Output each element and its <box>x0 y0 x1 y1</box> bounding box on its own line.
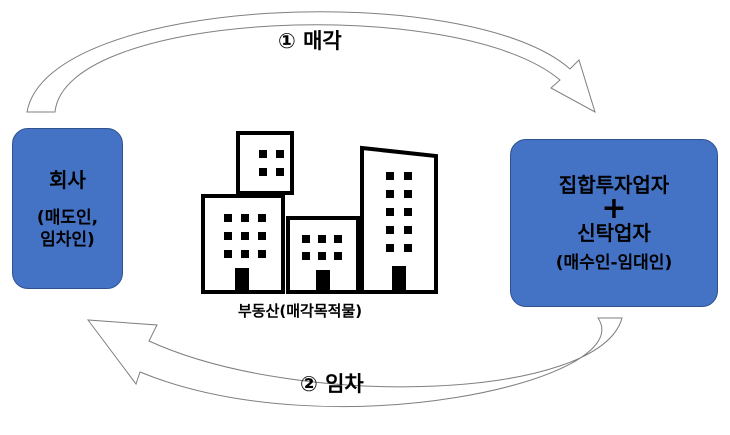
lease-arrow <box>86 317 623 408</box>
company-title: 회사 <box>49 167 86 192</box>
investor-node: 집합투자업자 + 신탁업자 (매수인-임대인) <box>510 139 718 307</box>
investor-role: (매수인-임대인) <box>555 253 673 273</box>
building-right-tower <box>360 145 438 294</box>
company-role-line1: (매도인, <box>36 207 99 228</box>
investor-line2: 신탁업자 <box>577 221 651 245</box>
building-back <box>236 131 294 195</box>
plus-sign: + <box>601 191 627 226</box>
company-node: 회사 (매도인, 임차인) <box>12 128 123 289</box>
company-role-line2: 임차인) <box>40 229 95 250</box>
office-buildings-icon <box>201 131 438 294</box>
property-caption: 부동산(매각목적물) <box>238 302 363 320</box>
lease-label: ② 임차 <box>300 372 364 396</box>
sale-arrow <box>26 11 596 114</box>
sale-label: ① 매각 <box>278 29 342 53</box>
investor-line1: 집합투자업자 <box>558 173 670 197</box>
